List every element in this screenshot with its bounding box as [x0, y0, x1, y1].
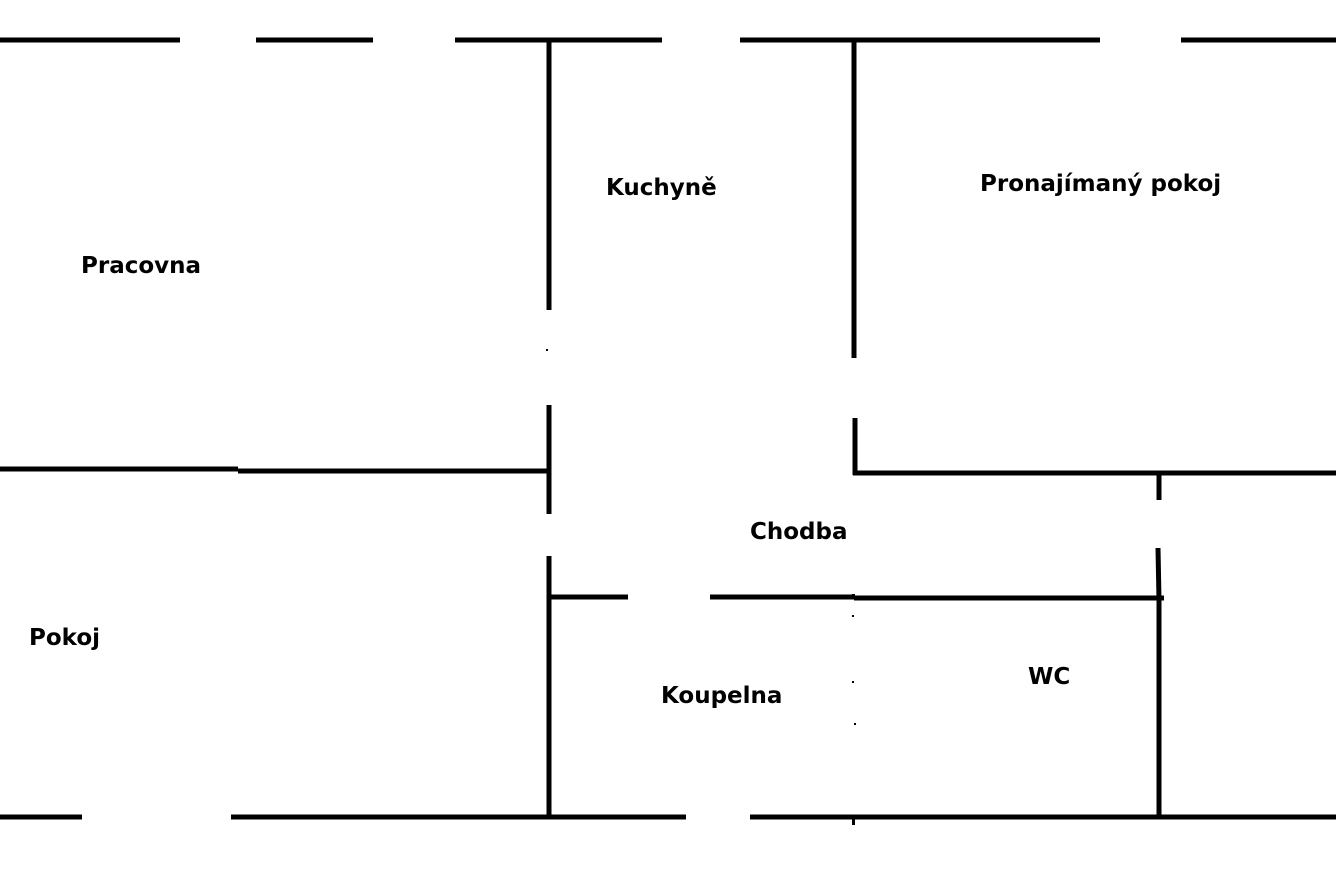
room-label-wc: WC [1028, 664, 1071, 690]
partition-dot [852, 594, 855, 597]
room-label-koupelna: Koupelna [661, 683, 783, 709]
room-label-pokoj: Pokoj [29, 625, 101, 651]
partition-dot [852, 815, 855, 825]
partition-dot [854, 723, 856, 725]
room-label-pronajimany-pokoj: Pronajímaný pokoj [980, 171, 1222, 197]
room-label-kuchyne: Kuchyně [606, 175, 717, 201]
room-label-pracovna: Pracovna [81, 253, 202, 279]
partition-dot [852, 615, 854, 617]
partition-dot [852, 681, 854, 683]
room-label-chodba: Chodba [750, 519, 848, 545]
inner-wall-stub [1155, 547, 1162, 601]
partition-dot [546, 349, 548, 351]
